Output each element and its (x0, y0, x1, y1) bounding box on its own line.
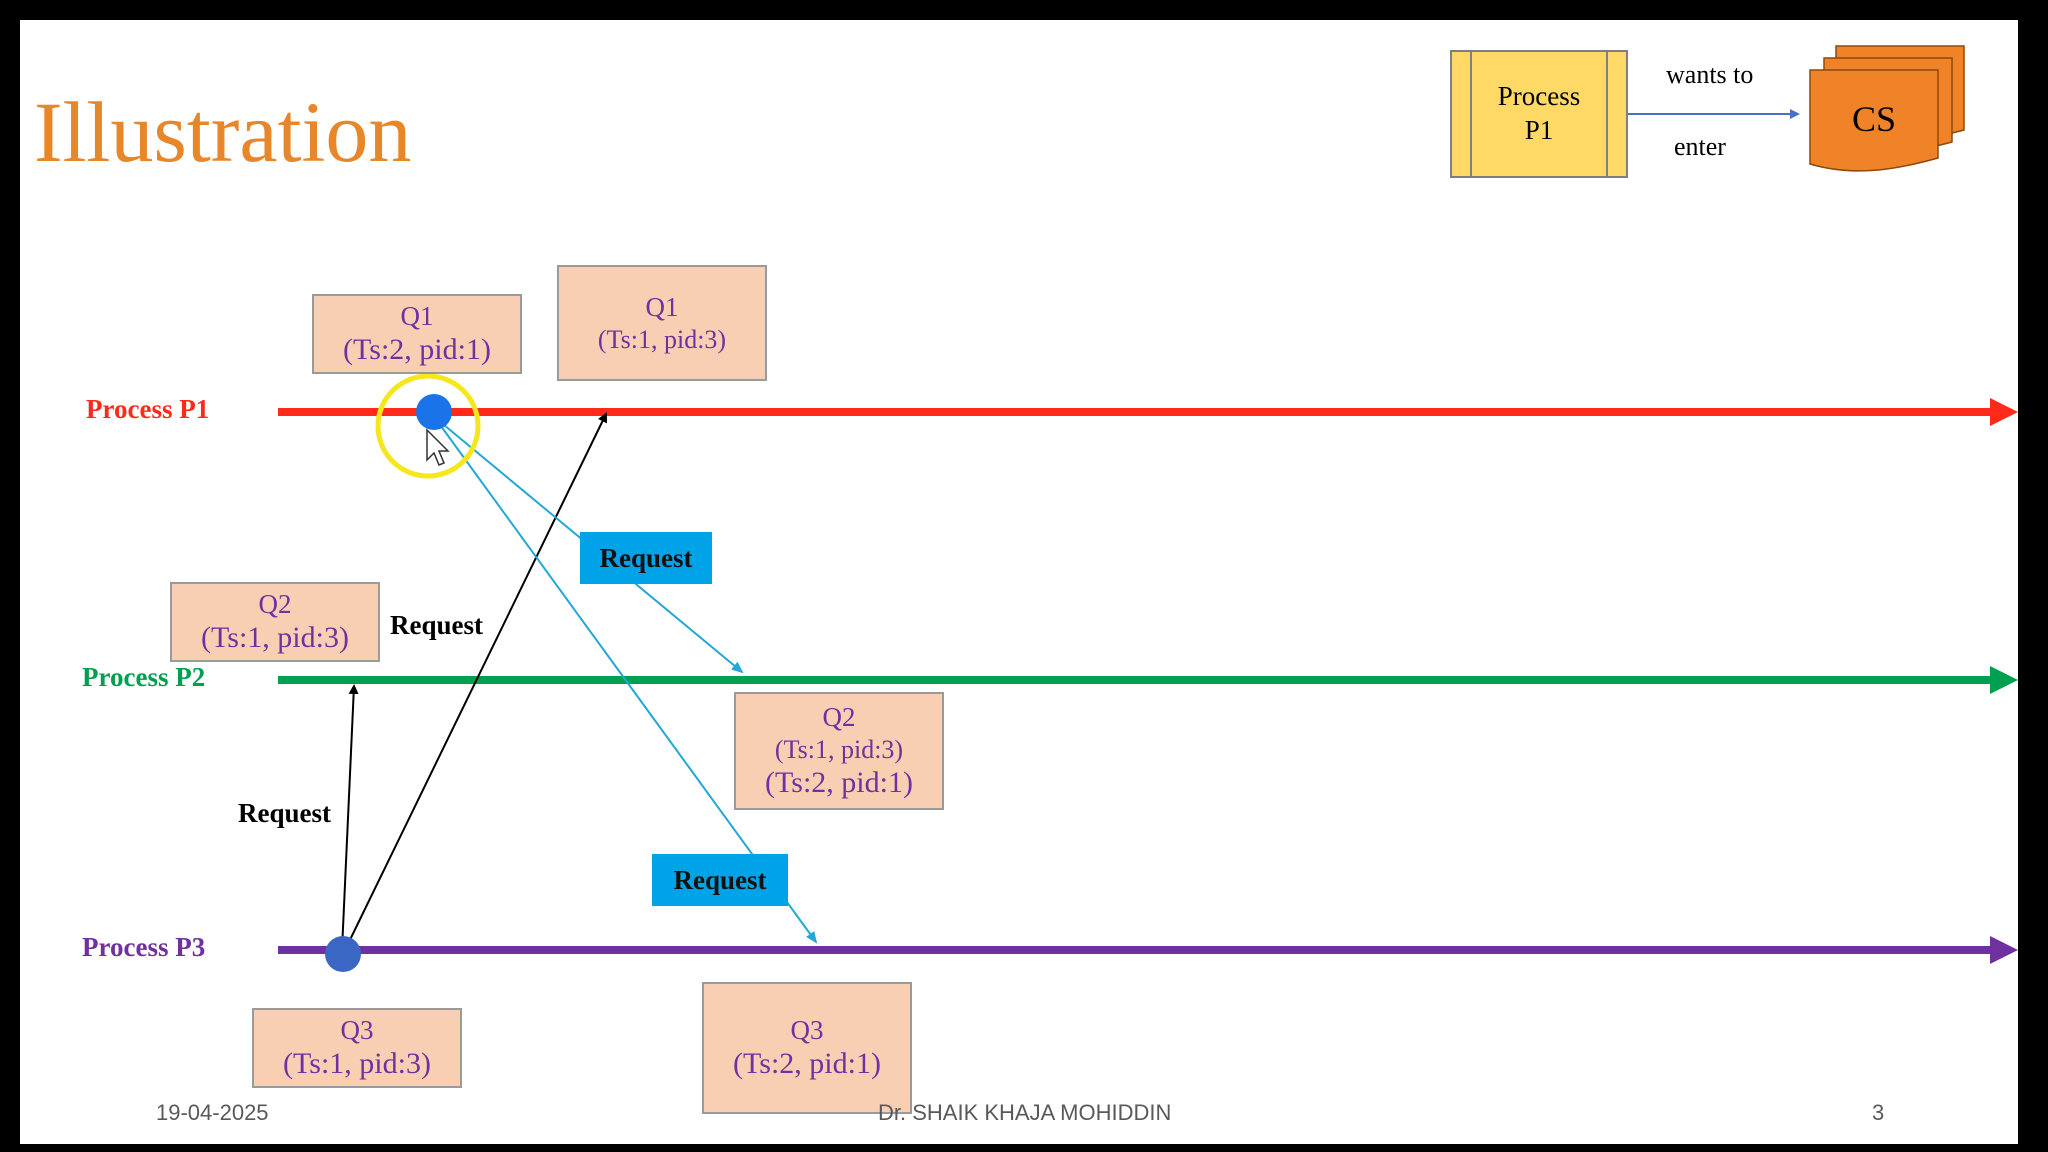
footer-date: 19-04-2025 (156, 1100, 269, 1125)
queue-name: Q3 (790, 1014, 824, 1045)
request-box-p1-to-p2: Request (580, 532, 712, 584)
footer-page-number: 3 (1872, 1100, 1885, 1125)
queue-entry: (Ts:2, pid:1) (733, 1047, 881, 1081)
queue-entry: (Ts:1, pid:3) (283, 1047, 431, 1081)
p1-event-dot[interactable] (416, 394, 452, 430)
cursor-highlight (375, 373, 481, 479)
queue-p3-initial: Q3 (Ts:1, pid:3) (252, 1008, 462, 1088)
queue-p1-initial: Q1 (Ts:2, pid:1) (312, 294, 522, 374)
mouse-cursor-icon (426, 428, 450, 466)
request-box-p1-to-p3: Request (652, 854, 788, 906)
queue-entry: (Ts:2, pid:1) (765, 765, 913, 799)
queue-name: Q1 (400, 300, 434, 331)
queue-name: Q3 (340, 1015, 374, 1045)
request-label-p3-to-p2: Request (238, 798, 331, 828)
queue-name: Q2 (822, 702, 856, 733)
queue-name: Q1 (645, 292, 679, 323)
legend-process-box: Process P1 (1450, 50, 1628, 178)
queue-entry: (Ts:2, pid:1) (343, 333, 491, 367)
cs-label: CS (1851, 99, 1897, 139)
timeline-p1-arrowhead (1990, 398, 2018, 426)
p3-event-dot[interactable] (325, 936, 361, 972)
legend-process-line2: P1 (1524, 115, 1554, 145)
queue-p2-updated: Q2 (Ts:1, pid:3) (Ts:2, pid:1) (734, 692, 944, 810)
legend-wants-to: wants to (1666, 60, 1754, 89)
process-label-p2: Process P2 (82, 662, 206, 692)
queue-entry: (Ts:1, pid:3) (774, 734, 904, 764)
slide-title: Illustration (34, 84, 412, 180)
request-label-p3-to-p1: Request (390, 610, 483, 640)
queue-p1-updated: Q1 (Ts:1, pid:3) (557, 265, 767, 381)
slide: Illustration Process P1 wants to enter (20, 20, 2018, 1144)
timeline-p3-arrowhead (1990, 936, 2018, 964)
queue-entry: (Ts:1, pid:3) (597, 324, 727, 354)
process-label-p1: Process P1 (86, 394, 210, 424)
queue-p3-updated: Q3 (Ts:2, pid:1) (702, 982, 912, 1114)
arrow-p3-to-p1 (345, 412, 607, 949)
cs-icon (1809, 45, 1965, 172)
arrow-p3-to-p2 (341, 684, 359, 951)
queue-p2-initial: Q2 (Ts:1, pid:3) (170, 582, 380, 662)
slide-footer: 19-04-2025 Dr. SHAIK KHAJA MOHIDDIN 3 (20, 1084, 2018, 1144)
legend-enter: enter (1674, 132, 1726, 161)
queue-name: Q2 (258, 588, 292, 619)
footer-author: Dr. SHAIK KHAJA MOHIDDIN (878, 1100, 1172, 1125)
legend-process-line1: Process (1497, 81, 1581, 112)
process-label-p3: Process P3 (82, 932, 206, 962)
timeline-p2-arrowhead (1990, 666, 2018, 694)
queue-entry: (Ts:1, pid:3) (201, 621, 349, 655)
